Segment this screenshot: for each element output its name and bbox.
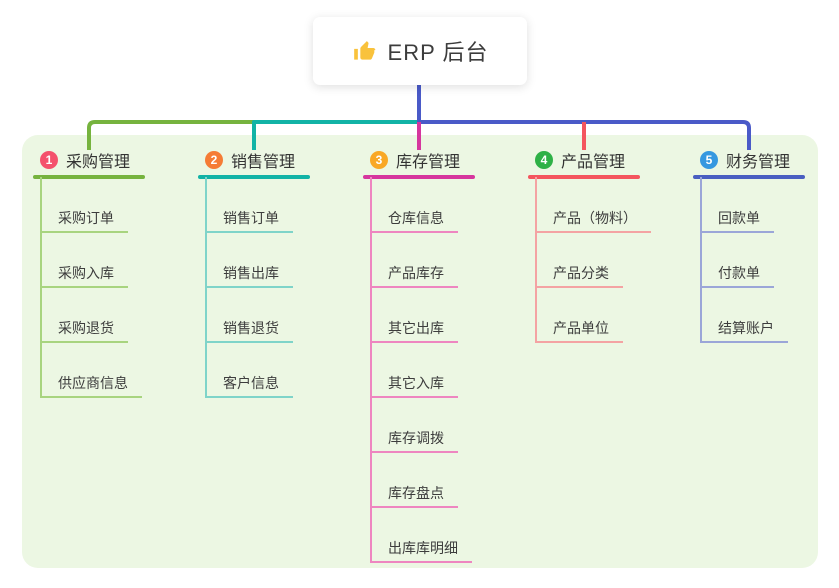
child-node[interactable]: 其它出库 [370, 319, 458, 343]
branch-header[interactable]: 1 采购管理 [33, 149, 130, 171]
child-node[interactable]: 回款单 [700, 209, 774, 233]
child-node[interactable]: 仓库信息 [370, 209, 458, 233]
branch-产品管理: 4 产品管理产品（物料） 产品分类产品单位 [528, 0, 693, 588]
child-node[interactable]: 库存盘点 [370, 484, 458, 508]
branch-header[interactable]: 2 销售管理 [198, 149, 295, 171]
branch-spine-line [370, 177, 372, 562]
branch-header[interactable]: 5 财务管理 [693, 149, 790, 171]
branch-underline [198, 175, 310, 179]
branch-number-badge: 2 [205, 151, 223, 169]
child-node[interactable]: 客户信息 [205, 374, 293, 398]
child-node[interactable]: 采购入库 [40, 264, 128, 288]
child-node[interactable]: 产品库存 [370, 264, 458, 288]
child-node[interactable]: 供应商信息 [40, 374, 142, 398]
branch-spine-line [700, 177, 702, 342]
child-node[interactable]: 其它入库 [370, 374, 458, 398]
branch-number-badge: 3 [370, 151, 388, 169]
child-node[interactable]: 产品（物料） [535, 209, 651, 233]
branch-销售管理: 2 销售管理销售订单销售出库销售退货客户信息 [198, 0, 363, 588]
child-node[interactable]: 销售订单 [205, 209, 293, 233]
branch-财务管理: 5 财务管理回款单付款单结算账户 [693, 0, 839, 588]
branch-label: 产品管理 [561, 154, 626, 171]
child-node[interactable]: 产品单位 [535, 319, 623, 343]
branch-number-badge: 4 [535, 151, 553, 169]
branch-underline [363, 175, 475, 179]
branch-header[interactable]: 3 库存管理 [363, 149, 460, 171]
branch-number-badge: 5 [700, 151, 718, 169]
child-node[interactable]: 出库库明细 [370, 539, 472, 563]
branch-label: 采购管理 [66, 154, 131, 171]
child-node[interactable]: 销售出库 [205, 264, 293, 288]
branch-number-badge: 1 [40, 151, 58, 169]
thumbs-up-icon [352, 38, 378, 64]
branch-spine-line [535, 177, 537, 342]
branches-panel [22, 135, 818, 568]
child-node[interactable]: 采购订单 [40, 209, 128, 233]
child-node[interactable]: 库存调拨 [370, 429, 458, 453]
branch-underline [528, 175, 640, 179]
child-node[interactable]: 付款单 [700, 264, 774, 288]
child-node[interactable]: 结算账户 [700, 319, 788, 343]
branch-label: 财务管理 [726, 154, 791, 171]
child-node[interactable]: 销售退货 [205, 319, 293, 343]
branch-underline [33, 175, 145, 179]
branch-header[interactable]: 4 产品管理 [528, 149, 625, 171]
branch-库存管理: 3 库存管理仓库信息产品库存其它出库其它入库库存调拨库存盘点出库库明细 [363, 0, 528, 588]
branch-label: 销售管理 [231, 154, 296, 171]
branch-采购管理: 1 采购管理采购订单采购入库采购退货供应商信息 [33, 0, 198, 588]
child-node[interactable]: 产品分类 [535, 264, 623, 288]
child-node[interactable]: 采购退货 [40, 319, 128, 343]
branch-underline [693, 175, 805, 179]
root-node[interactable]: ERP 后台 [313, 17, 527, 85]
root-node-label: ERP 后台 [387, 40, 489, 65]
branch-label: 库存管理 [396, 154, 461, 171]
